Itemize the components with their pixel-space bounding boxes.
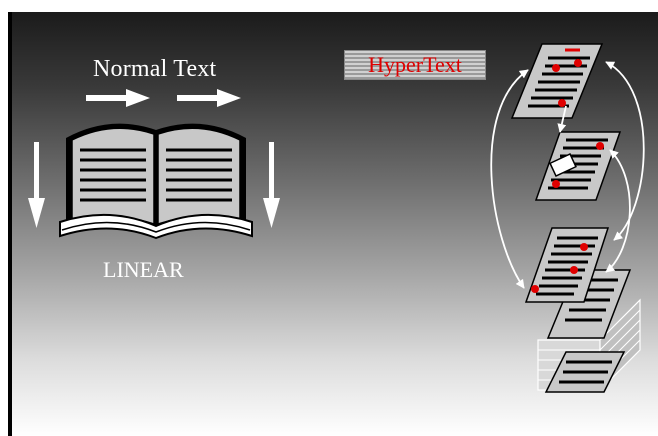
arrow-right-icon: [86, 89, 150, 107]
hyperlink-arrows: [490, 61, 645, 289]
arrow-down-icon: [263, 142, 280, 228]
normal-text-label: Normal Text: [93, 56, 217, 82]
linear-label: LINEAR: [103, 257, 184, 282]
arrow-right-icon: [177, 89, 241, 107]
linked-document-icon: [534, 131, 622, 201]
left-border: [8, 12, 12, 436]
open-book-icon: [59, 123, 253, 240]
arrow-down-icon: [28, 142, 45, 228]
document-stack-icon: [524, 227, 641, 393]
hypertext-label: HyperText: [368, 52, 462, 77]
hypertext-badge: HyperText: [344, 50, 486, 80]
linked-document-icon: [510, 43, 604, 119]
